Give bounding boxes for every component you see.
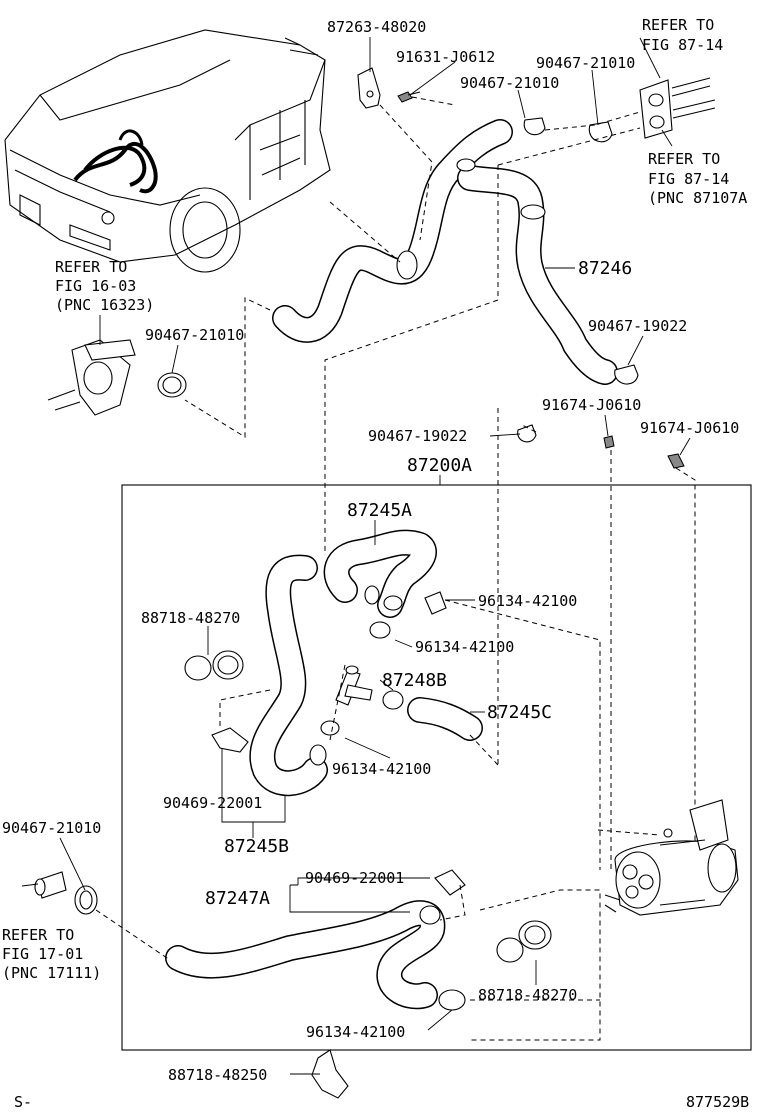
- lower-guide-lines: [95, 599, 661, 1041]
- label-88718-48270-b: 88718-48270: [478, 986, 577, 1004]
- label-refer-fig-87-14-b-line2: FIG 87-14: [648, 170, 729, 188]
- label-87245B: 87245B: [224, 836, 289, 857]
- label-96134-42100-b: 96134-42100: [415, 638, 514, 656]
- label-87263-48020: 87263-48020: [327, 18, 426, 36]
- label-91674-J0610-b: 91674-J0610: [640, 419, 739, 437]
- label-87245A: 87245A: [347, 500, 412, 521]
- vehicle-illustration: [4, 29, 331, 273]
- label-refer-fig-87-14-b-line3: (PNC 87107A: [648, 189, 747, 207]
- label-refer-fig-17-01-line3: (PNC 17111): [2, 964, 101, 982]
- label-88718-48250: 88718-48250: [168, 1066, 267, 1084]
- label-91674-J0610-a: 91674-J0610: [542, 396, 641, 414]
- label-96134-42100-a: 96134-42100: [478, 592, 577, 610]
- label-87200A: 87200A: [407, 455, 472, 476]
- label-90467-21010-a: 90467-21010: [536, 54, 635, 72]
- label-refer-fig-17-01-line2: FIG 17-01: [2, 945, 83, 963]
- illustration-number: 877529B: [686, 1093, 749, 1111]
- label-refer-fig-17-01-line1: REFER TO: [2, 926, 74, 944]
- label-90467-21010-d: 90467-21010: [2, 819, 101, 837]
- label-refer-fig-87-14-b-line1: REFER TO: [648, 150, 720, 168]
- label-87247A: 87247A: [205, 888, 270, 909]
- label-refer-fig-87-14-a-line1: REFER TO: [642, 16, 714, 34]
- label-90467-21010-b: 90467-21010: [460, 74, 559, 92]
- label-96134-42100-c: 96134-42100: [332, 760, 431, 778]
- leader-lines: [59, 37, 691, 1075]
- lower-parts-illustration: [21, 871, 349, 1099]
- label-96134-42100-d: 96134-42100: [306, 1023, 405, 1041]
- label-90467-21010-c: 90467-21010: [145, 326, 244, 344]
- upper-guide-lines: [184, 96, 696, 870]
- label-91631-J0612: 91631-J0612: [396, 48, 495, 66]
- assembly-87200A-box: [121, 484, 752, 1051]
- label-refer-fig-16-03-line1: REFER TO: [55, 258, 127, 276]
- part-labels: 87263-48020 91631-J0612 90467-21010 9046…: [2, 16, 749, 1111]
- label-90467-19022-a: 90467-19022: [588, 317, 687, 335]
- label-88718-48270-a: 88718-48270: [141, 609, 240, 627]
- label-90469-22001-b: 90469-22001: [305, 869, 404, 887]
- label-87246: 87246: [578, 258, 632, 279]
- label-87248B: 87248B: [382, 670, 447, 691]
- corner-label-left: S-: [14, 1093, 32, 1111]
- label-87245C: 87245C: [487, 702, 552, 723]
- assembly-87200A-illustration: [165, 529, 739, 1011]
- label-refer-fig-16-03-line3: (PNC 16323): [55, 296, 154, 314]
- label-90469-22001-a: 90469-22001: [163, 794, 262, 812]
- label-90467-19022-b: 90467-19022: [368, 427, 467, 445]
- label-refer-fig-16-03-line2: FIG 16-03: [55, 277, 136, 295]
- label-refer-fig-87-14-a-line2: FIG 87-14: [642, 36, 723, 54]
- hose-87246-illustration: [47, 67, 716, 469]
